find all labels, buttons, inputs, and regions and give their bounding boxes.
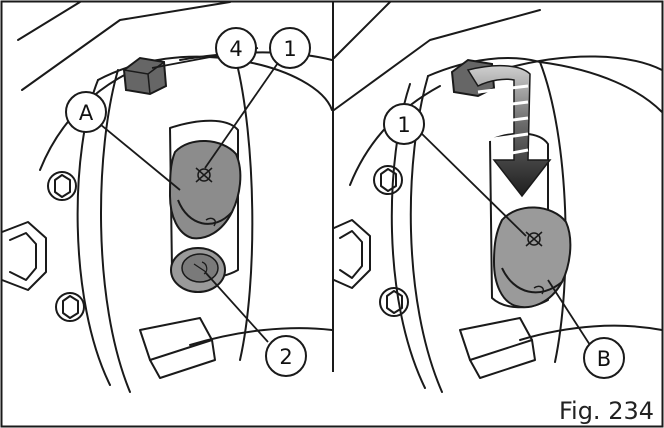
right-panel — [333, 1, 663, 393]
callout-left-a: A — [65, 91, 107, 133]
slide-direction-arrow — [466, 64, 552, 198]
callout-left-switch: 1 — [269, 27, 311, 69]
callout-left-button-label: 2 — [279, 345, 292, 369]
callout-right-switch-label: 1 — [397, 113, 410, 137]
figure-caption: Fig. 234 — [558, 397, 654, 425]
callout-left-tab: 4 — [215, 27, 257, 69]
left-rocker-switch — [168, 139, 242, 240]
callout-left-a-label: A — [79, 101, 94, 125]
callout-right-b-label: B — [597, 347, 611, 371]
callout-left-switch-label: 1 — [283, 37, 296, 61]
callout-left-button: 2 — [265, 335, 307, 377]
callout-left-tab-label: 4 — [229, 37, 242, 61]
left-round-button — [170, 247, 226, 293]
left-small-tab — [122, 56, 168, 96]
right-rocker-switch — [492, 206, 572, 309]
right-leader-lines — [419, 131, 591, 346]
callout-right-b: B — [583, 337, 625, 379]
callout-right-switch: 1 — [383, 103, 425, 145]
